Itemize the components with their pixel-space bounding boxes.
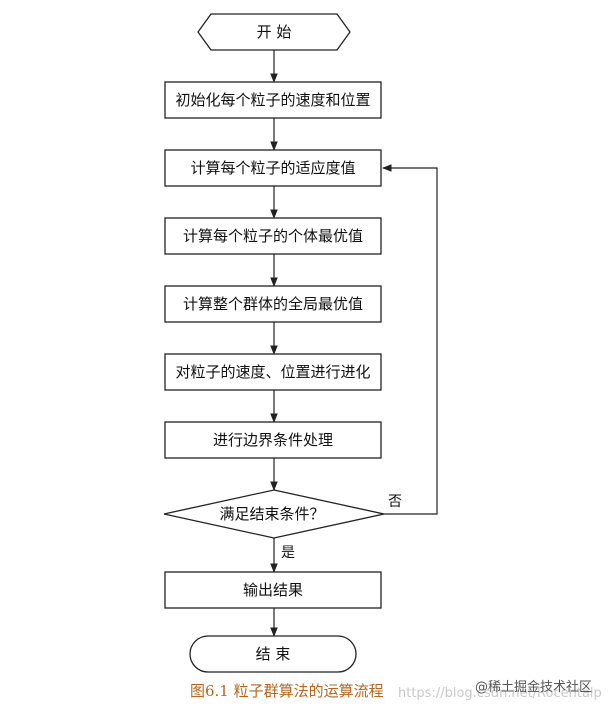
edge-decision-no-loop: [382, 164, 438, 515]
figure-caption: 图6.1 粒子群算法的运算流程: [190, 682, 384, 700]
gbest-label: 计算整个群体的全局最优值: [183, 295, 363, 313]
start-label: 开 始: [257, 23, 292, 41]
output-label: 输出结果: [243, 581, 303, 599]
init-step: [164, 81, 382, 119]
boundary-label: 进行边界条件处理: [213, 431, 333, 449]
evolve-step: [164, 353, 382, 391]
watermark-brand: @稀土掘金技术社区: [475, 680, 593, 695]
decision-label: 满足结束条件？: [219, 505, 324, 523]
pbest-step: [164, 217, 382, 255]
output-step: [164, 571, 382, 609]
end-terminal: [189, 635, 357, 673]
end-label: 结 束: [256, 645, 291, 663]
boundary-step: [164, 421, 382, 459]
start-terminal: [197, 13, 351, 51]
pbest-label: 计算每个粒子的个体最优值: [183, 227, 363, 245]
edge-label-no: 否: [388, 494, 402, 510]
watermark-url: https://blog.csdn.net/Rocentalp: [398, 686, 602, 701]
evolve-label: 对粒子的速度、位置进行进化: [175, 363, 370, 381]
gbest-step: [164, 285, 382, 323]
edge-label-yes: 是: [281, 545, 295, 561]
fitness-step: [164, 149, 382, 187]
fitness-label: 计算每个粒子的适应度值: [190, 159, 355, 177]
init-label: 初始化每个粒子的速度和位置: [175, 91, 370, 109]
